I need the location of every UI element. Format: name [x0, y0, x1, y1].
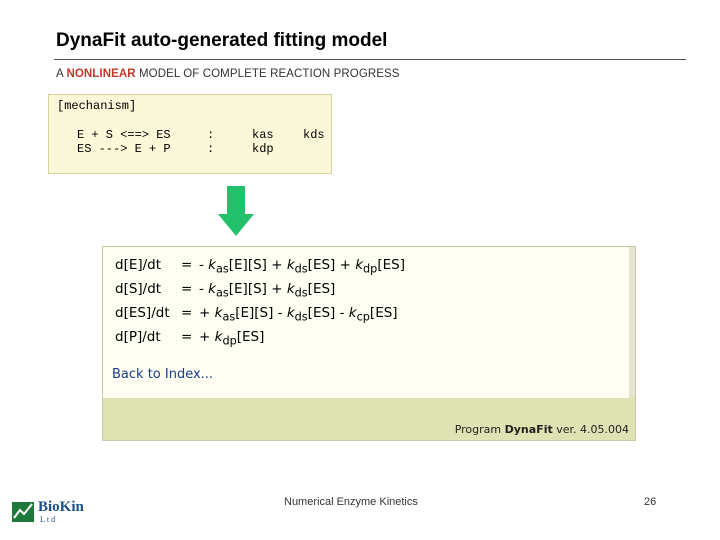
- mechanism-row-2-k1: kdp: [252, 142, 274, 156]
- program-version-label: Program DynaFit ver. 4.05.004: [455, 423, 629, 436]
- program-version: ver. 4.05.004: [552, 423, 629, 436]
- subtitle-suffix: MODEL OF COMPLETE REACTION PROGRESS: [135, 68, 400, 80]
- mechanism-row-2-reaction: ES ---> E + P: [77, 142, 171, 156]
- mechanism-row-2-colon: :: [207, 142, 215, 156]
- slide-subtitle: A NONLINEAR MODEL OF COMPLETE REACTION P…: [56, 68, 400, 80]
- equation-sign: =: [181, 329, 193, 345]
- mechanism-row-1-k2: kds: [303, 128, 325, 142]
- equation-sign: =: [181, 281, 193, 297]
- equation-sign: =: [181, 305, 193, 321]
- mechanism-row-1-colon: :: [207, 128, 215, 142]
- logo-mark-icon: [12, 502, 34, 522]
- logo-text: BioKin: [38, 499, 84, 515]
- logo-subtext: Ltd: [40, 515, 58, 524]
- mechanism-header: [mechanism]: [57, 99, 137, 113]
- footer-title: Numerical Enzyme Kinetics: [284, 496, 418, 508]
- biokin-logo-icon: BioKin Ltd: [12, 499, 92, 526]
- equation-lhs: d[E]/dt: [115, 257, 162, 273]
- equation-lhs: d[ES]/dt: [115, 305, 170, 321]
- equation-rhs-es: + kas[E][S] - kds[ES] - kcp[ES]: [199, 305, 398, 324]
- back-to-index-link[interactable]: Back to Index...: [112, 367, 214, 382]
- program-name: DynaFit: [504, 423, 553, 436]
- equation-rhs-s: - kas[E][S] + kds[ES]: [199, 281, 336, 300]
- mechanism-row-1-k1: kas: [252, 128, 274, 142]
- equation-rhs-p: + kdp[ES]: [199, 329, 265, 348]
- panel-scrollbar[interactable]: [629, 247, 635, 440]
- equation-lhs: d[S]/dt: [115, 281, 162, 297]
- slide-title: DynaFit auto-generated fitting model: [56, 30, 388, 51]
- equation-lhs: d[P]/dt: [115, 329, 161, 345]
- subtitle-prefix: A: [56, 68, 67, 80]
- program-label: Program: [454, 423, 505, 436]
- equation-sign: =: [181, 257, 193, 273]
- dynafit-output-panel: d[E]/dt = - kas[E][S] + kds[ES] + kdp[ES…: [102, 246, 636, 441]
- panel-footer-band: Program DynaFit ver. 4.05.004: [103, 398, 635, 440]
- down-arrow-icon: [218, 186, 254, 236]
- mechanism-code-box: [mechanism] E + S <==> ES : kas kds ES -…: [48, 94, 332, 174]
- mechanism-row-1-reaction: E + S <==> ES: [77, 128, 171, 142]
- subtitle-highlight: NONLINEAR: [66, 68, 136, 80]
- equation-rhs-e: - kas[E][S] + kds[ES] + kdp[ES]: [199, 257, 405, 276]
- page-number: 26: [644, 496, 657, 508]
- title-divider: [54, 59, 686, 60]
